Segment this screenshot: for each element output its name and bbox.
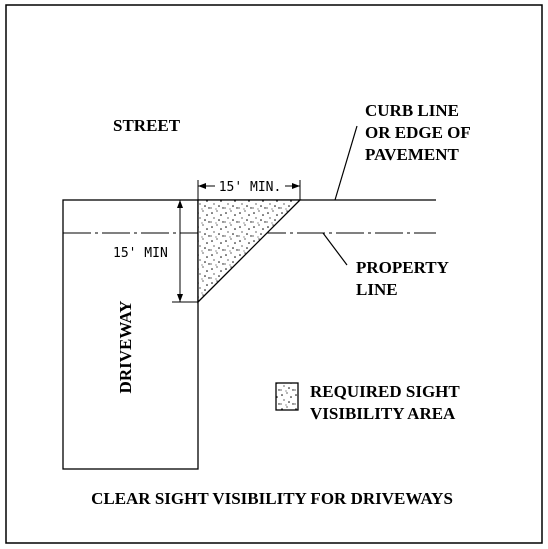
dim-horizontal-label: 15' MIN. bbox=[219, 180, 282, 195]
legend-label-1: REQUIRED SIGHT bbox=[310, 382, 460, 401]
property-line-label-1: PROPERTY bbox=[356, 258, 449, 277]
driveway-label: DRIVEWAY bbox=[116, 301, 135, 394]
property-line-leader bbox=[322, 232, 348, 266]
curb-line-label-3: PAVEMENT bbox=[365, 145, 459, 164]
property-line-label-2: LINE bbox=[356, 280, 398, 299]
curb-line-leader bbox=[334, 125, 358, 201]
street-label: STREET bbox=[113, 116, 181, 135]
curb-line-label-1: CURB LINE bbox=[365, 101, 459, 120]
outer-frame bbox=[5, 4, 543, 544]
driveway-outline bbox=[62, 199, 199, 470]
dim-vertical-label: 15' MIN bbox=[113, 246, 168, 261]
legend-swatch bbox=[275, 382, 299, 411]
sight-visibility-triangle bbox=[197, 199, 302, 304]
legend-label-2: VISIBILITY AREA bbox=[310, 404, 456, 423]
horizontal-dimension bbox=[197, 180, 301, 200]
diagram-caption: CLEAR SIGHT VISIBILITY FOR DRIVEWAYS bbox=[91, 489, 453, 508]
vertical-dimension bbox=[172, 199, 198, 303]
curb-line-label-2: OR EDGE OF bbox=[365, 123, 471, 142]
